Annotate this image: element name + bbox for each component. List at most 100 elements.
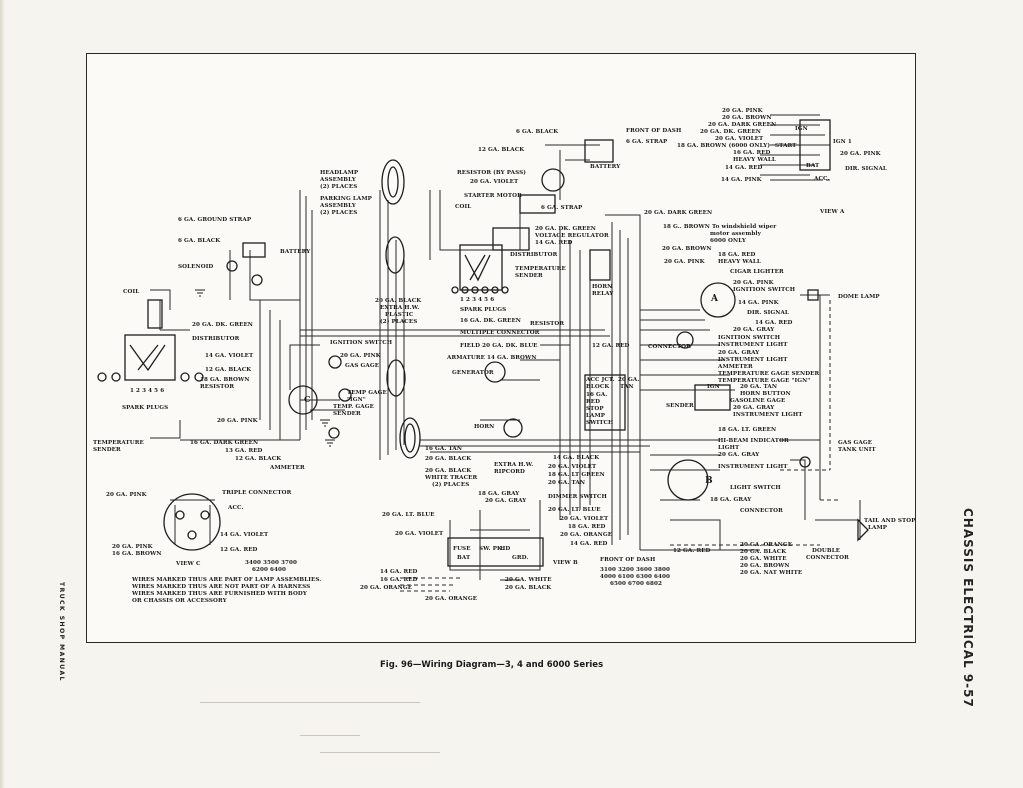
label-wire: 20 GA. BLACK [375,298,422,304]
wire-dashed-b [400,577,460,592]
label-wire: 18 GA. LT. GREEN [718,427,777,433]
wire-ign-c [289,344,345,411]
wire-body-dashed [670,300,861,546]
label-wire: 20 GA. GRAY [733,327,775,333]
label-resistor: RESISTOR [530,321,565,327]
label-battery: BATTERY [590,164,621,170]
harness-to-headlamp [379,190,405,460]
label-triple-connector: TRIPLE CONNECTOR [222,490,292,496]
figure-caption: Fig. 96—Wiring Diagram—3, 4 and 6000 Ser… [380,660,604,670]
label-wire: 14 GA. VIOLET [205,353,254,359]
label-generator: GENERATOR [452,370,494,376]
label-wire: 20 GA. LT. BLUE [382,512,435,518]
legend-line-4: OR CHASSIS OR ACCESSORY [132,598,227,604]
label-connector: CONNECTOR [648,344,691,350]
starter-motor-icon [541,168,565,192]
battery-top-icon [584,139,614,163]
wire-gauges-left [250,300,300,441]
triple-connector-c-icon [163,493,221,551]
wire-left-engine [159,250,300,331]
label-block: BLOCK [586,384,610,390]
label-wire: 20 GA. BLACK [505,585,552,591]
label-series: 6200 6400 [252,567,286,573]
wire-battery-top [545,144,600,200]
harness-main [300,329,660,453]
label-ign: IGN [795,126,808,132]
label-wire: 20 GA. TAN [740,384,778,390]
label-gas-gage-tank: TANK UNIT [838,447,876,453]
label-wire: 20 GA. PINK [217,418,258,424]
label-temperature-sender: SENDER [515,273,543,279]
wire-dash-mid [559,230,591,520]
tail-lamp-icon [857,518,869,542]
label-bat: BAT [457,555,471,561]
battery-left-icon [242,242,266,258]
label-extra-hw: EXTRA H.W. [380,305,420,311]
label-temp-gage: TEMP GAGE [347,390,387,396]
label-strap: 6 GA. STRAP [626,139,668,145]
label-wire: 14 GA. PINK [721,177,762,183]
headlamp-right-icon [399,417,421,459]
truck-shop-manual-heading: TRUCK SHOP MANUAL [58,582,65,682]
label-sender: SENDER [333,411,361,417]
harness-left-vert [299,190,313,440]
label-wire: 18 GA. RED [568,524,606,530]
label-wire: 16 GA. TAN [425,446,463,452]
label-horn: HORN [474,424,495,430]
parking-lamp-right-icon [386,359,406,397]
label-multiple-connector: MULTIPLE CONNECTOR [460,330,540,336]
light-switch-b-icon [667,459,709,501]
label-wire: 20 GA. VIOLET [548,464,597,470]
view-b-label: VIEW B [553,560,578,566]
label-resistor: RESISTOR [200,384,235,390]
label-resistor-bypass: RESISTOR (BY PASS) [457,170,526,176]
label-battery: BATTERY [280,249,311,255]
label-wire: 20 GA. GRAY [718,452,760,458]
label-sender: SENDER [666,403,694,409]
label-tail-stop-lamp: TAIL AND STOP [864,518,916,524]
label-wire: 18 GA. LT GREEN [548,472,605,478]
label-wire: 18 G.. BROWN To windshield wiper [663,224,777,230]
wire-c-view [170,499,215,545]
label-wire: 20 GA. PINK [840,151,881,157]
label-stop-lamp-switch: STOP [586,406,604,412]
label-wire: 16 GA. RED [380,577,418,583]
label-instrument-light: INSTRUMENT LIGHT [718,464,788,470]
voltage-regulator-icon [492,227,530,251]
gas-gage-left-icon [328,355,342,369]
label-series: 3400 3500 3700 [245,560,298,566]
label-heavy-wall: HEAVY WALL [733,157,776,163]
headlamp-left-icon [381,159,405,205]
label-wire: 20 GA. VIOLET [560,516,609,522]
label-wire: 20 GA. ORANGE [560,532,613,538]
label-wire: 20 GA. BROWN [740,563,790,569]
ignition-switch-c-icon [288,385,318,415]
label-start: START [775,143,797,149]
label-wire: RED [586,399,601,405]
label-places: (2) PLACES [320,184,358,190]
wire-right-harness [640,309,735,391]
label-wire: 20 GA. ORANGE [425,596,478,602]
label-wire: 20 GA. BLACK [425,468,472,474]
page-fold-shadow [0,0,5,788]
label-wire: 12 GA. RED [673,548,711,554]
label-ign: IGN [707,384,720,390]
wire-horn-mid [480,344,570,421]
label-extra-hw: EXTRA H.W. [494,462,534,468]
label-spark-plugs: SPARK PLUGS [460,307,507,313]
label-ripcord: RIPCORD [494,469,525,475]
instrument-cluster-icon [694,384,731,411]
fuse-block-icon [447,537,544,567]
label-distributor: DISTRIBUTOR [192,336,240,342]
label-wire: 20 GA. DARK GREEN [708,122,777,128]
label-wire: TAN [620,384,634,390]
label-ignition-switch: IGNITION SWITCH [733,287,796,293]
label-wire: 20 GA. GRAY [733,405,775,411]
label-ignition-switch: IGNITION SWITCH [718,335,781,341]
horn-icon [503,418,523,438]
label-front-of-dash: FRONT OF DASH [600,557,656,563]
dome-lamp-icon [807,289,819,301]
label-wire: 20 GA. BLACK [740,549,787,555]
label-wire: 20 GA. LT. BLUE [548,507,601,513]
